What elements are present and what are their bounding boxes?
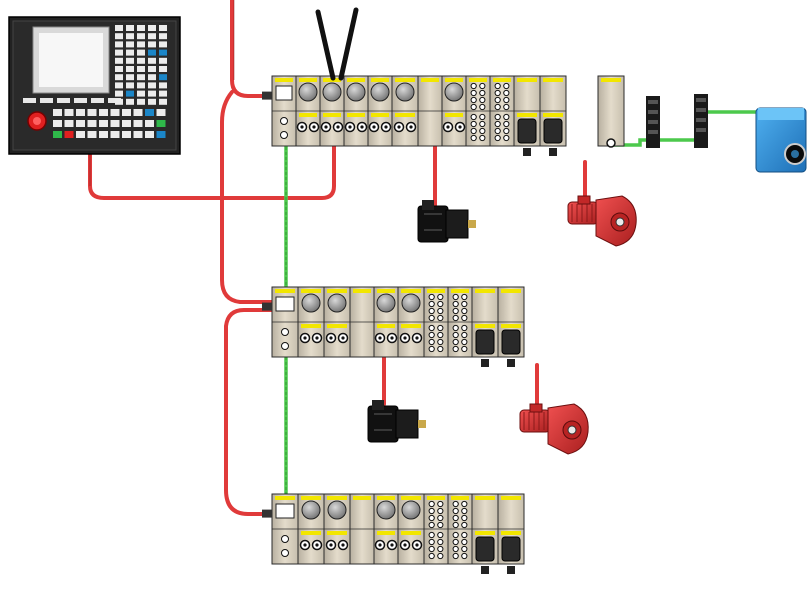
gear-motor-1	[567, 195, 637, 247]
power-cables	[88, 0, 587, 516]
rack1-module-6	[391, 75, 419, 147]
rack2-module-10	[497, 286, 525, 367]
servo-motor-2	[367, 400, 426, 443]
rack2-module-5	[373, 286, 399, 358]
drive-rack-2	[262, 286, 525, 367]
rack2-module-8	[447, 286, 473, 358]
rack3-module-8	[447, 493, 473, 565]
rack3-module-1	[271, 493, 299, 565]
rack3-module-9	[471, 493, 499, 574]
rack1-module-1	[271, 75, 297, 147]
drive-rack-1	[262, 75, 625, 156]
rack1-module-11	[513, 75, 541, 156]
rack3-module-6	[397, 493, 425, 565]
power-cable-rack2-loop	[224, 308, 274, 516]
servo-motor-1	[417, 200, 476, 243]
rack1-module-12	[539, 75, 567, 156]
bus-connectors	[646, 94, 708, 148]
rack1-module-9	[465, 75, 491, 147]
hmi-softkeys	[23, 98, 121, 103]
rack3-module-7	[423, 493, 449, 565]
rack1-module-4	[343, 75, 369, 147]
rack3-module-3	[323, 493, 351, 565]
power-cable-trunk	[230, 0, 274, 98]
rack2-module-2	[297, 286, 325, 358]
rack3-module-2	[297, 493, 325, 565]
rack2-module-1	[271, 286, 299, 358]
power-cable-down	[220, 90, 274, 304]
rack2-module-7	[423, 286, 449, 358]
rack1-module-8	[441, 75, 467, 147]
rack2-module-3	[323, 286, 351, 358]
rack1-module-3	[319, 75, 345, 147]
hmi-cable	[88, 138, 336, 200]
rack1-module-7	[417, 75, 443, 147]
rack2-module-9	[471, 286, 499, 367]
rack2-module-4	[349, 286, 375, 358]
photoelectric-sensor	[755, 107, 807, 173]
hmi-screen	[32, 26, 110, 94]
rack3-module-5	[373, 493, 399, 565]
rack2-module-6	[397, 286, 425, 358]
rack1-module-10	[489, 75, 515, 147]
cnc-operator-panel	[8, 16, 181, 155]
rack3-module-4	[349, 493, 375, 565]
bus-cable-sensor	[610, 110, 762, 147]
hmi-bottom-keys	[53, 109, 166, 138]
gear-motor-2	[519, 403, 589, 455]
rack1-module-5	[367, 75, 393, 147]
hmi-keypad	[115, 25, 167, 105]
wireless-antennas	[315, 7, 359, 81]
drive-rack-3	[262, 493, 525, 574]
rack1-module-2	[295, 75, 321, 147]
rack3-module-10	[497, 493, 525, 574]
